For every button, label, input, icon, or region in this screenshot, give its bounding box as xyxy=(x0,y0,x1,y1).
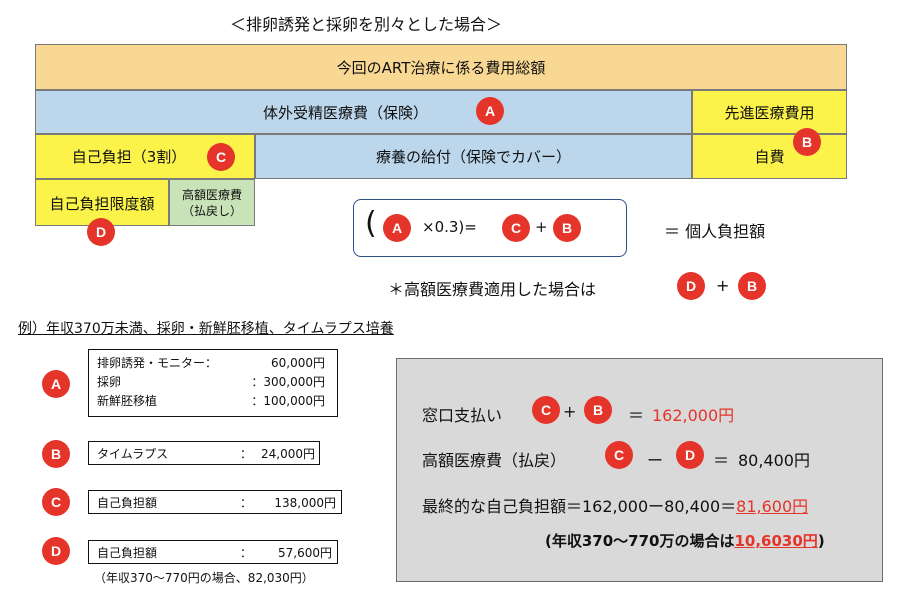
summary-badge-c-2: C xyxy=(605,441,633,469)
item-a-label: 排卵誘発・モニター： xyxy=(97,356,218,370)
item-a-label: 採卵 xyxy=(97,375,122,389)
insurance-coverage-cell: 療養の給付（保険でカバー） xyxy=(255,134,692,179)
high-cost-refund-cell: 高額医療費 （払戻し） xyxy=(169,179,255,226)
formula-badge-a: A xyxy=(383,214,411,242)
summary-final-value: 81,600円 xyxy=(736,497,809,516)
summary-minus: ー xyxy=(647,451,664,470)
out-of-pocket-label: 自費 xyxy=(754,148,785,166)
summary-note-prefix: (年収370〜770万の場合は xyxy=(545,532,735,550)
high-cost-note: ＊高額医療費適用した場合は xyxy=(388,280,597,299)
item-d-note: （年収370〜770円の場合、82,030円） xyxy=(94,571,314,585)
formula-times: ×0.3)= xyxy=(422,218,477,236)
summary-note-value: 10,6030円 xyxy=(734,532,818,550)
item-a-row: 採卵 ：300,000円 xyxy=(97,373,337,392)
summary-eq-1: ＝ xyxy=(628,406,645,425)
summary-refund-label: 高額医療費（払戻） xyxy=(422,451,567,470)
item-d-sep: ： xyxy=(240,546,253,560)
item-c-sep: ： xyxy=(240,496,253,510)
self-pay-label: 自己負担（3割） xyxy=(71,148,187,166)
note-plus: + xyxy=(716,276,730,295)
summary-panel xyxy=(396,358,883,582)
summary-window-payment-value: 162,000円 xyxy=(652,406,735,425)
formula-plus: + xyxy=(535,218,548,236)
insurance-medical-cost-label: 体外受精医療費（保険） xyxy=(262,103,428,122)
formula-badge-c: C xyxy=(502,214,530,242)
item-c-box: 自己負担額 ： 138,000円 xyxy=(88,490,342,514)
out-of-pocket-cell: 自費 xyxy=(692,134,847,179)
insurance-coverage-label: 療養の給付（保険でカバー） xyxy=(375,148,571,166)
summary-refund-value: 80,400円 xyxy=(738,451,810,470)
badge-a: A xyxy=(476,97,504,125)
total-cost-label: 今回のART治療に係る費用総額 xyxy=(336,58,546,77)
summary-note-suffix: ) xyxy=(817,532,825,550)
advanced-medical-cost-cell: 先進医療費用 xyxy=(692,90,847,134)
item-c-value: 138,000円 xyxy=(274,496,336,510)
summary-eq-2: ＝ xyxy=(713,451,730,470)
item-b-sep: ： xyxy=(240,447,253,461)
badge-b: B xyxy=(793,128,821,156)
item-d-value: 57,600円 xyxy=(278,546,332,560)
item-a-row: 排卵誘発・モニター： 60,000円 xyxy=(97,354,337,373)
self-pay-limit-label: 自己負担限度額 xyxy=(49,195,155,213)
example-badge-d: D xyxy=(42,537,70,565)
formula-box xyxy=(353,199,627,257)
insurance-medical-cost-cell: 体外受精医療費（保険） xyxy=(35,90,692,134)
item-d-box: 自己負担額 ： 57,600円 xyxy=(88,540,338,564)
item-a-value: ：300,000円 xyxy=(251,375,325,389)
item-a-box: 排卵誘発・モニター： 60,000円 採卵 ：300,000円 新鮮胚移植 ：1… xyxy=(88,349,338,417)
high-cost-refund-label-1: 高額医療費 xyxy=(181,187,242,202)
summary-window-payment-label: 窓口支払い xyxy=(422,406,503,425)
item-a-label: 新鮮胚移植 xyxy=(97,394,158,408)
summary-badge-d: D xyxy=(676,441,704,469)
example-badge-a: A xyxy=(42,370,70,398)
summary-plus: + xyxy=(563,402,577,421)
diagram-title: ＜排卵誘発と採卵を別々とした場合＞ xyxy=(230,15,503,34)
item-b-box: タイムラプス ： 24,000円 xyxy=(88,441,320,465)
advanced-medical-cost-label: 先進医療費用 xyxy=(724,103,815,122)
note-badge-b: B xyxy=(738,272,766,300)
summary-final-label: 最終的な自己負担額＝162,000ー80,400＝81,600円 xyxy=(422,493,808,517)
badge-d: D xyxy=(87,218,115,246)
summary-final-text: 最終的な自己負担額＝162,000ー80,400＝ xyxy=(422,497,737,516)
item-d-label: 自己負担額 xyxy=(97,546,158,560)
item-a-value: 60,000円 xyxy=(271,356,325,370)
total-cost-row: 今回のART治療に係る費用総額 xyxy=(35,44,847,90)
example-title: 例）年収370万未満、採卵・新鮮胚移植、タイムラプス培養 xyxy=(18,321,394,337)
formula-open-paren: ( xyxy=(365,206,377,241)
item-a-row: 新鮮胚移植 ：100,000円 xyxy=(97,392,337,411)
item-a-value: ：100,000円 xyxy=(251,394,325,408)
item-b-label: タイムラプス xyxy=(97,447,169,461)
example-badge-c: C xyxy=(42,488,70,516)
note-badge-d: D xyxy=(677,272,705,300)
summary-badge-c: C xyxy=(532,396,560,424)
badge-c: C xyxy=(207,143,235,171)
formula-result: ＝ 個人負担額 xyxy=(664,222,766,241)
summary-badge-b: B xyxy=(584,396,612,424)
example-badge-b: B xyxy=(42,440,70,468)
high-cost-refund-label-2: （払戻し） xyxy=(181,203,242,218)
summary-note: (年収370〜770万の場合は10,6030円) xyxy=(545,530,825,551)
formula-badge-b: B xyxy=(553,214,581,242)
item-c-label: 自己負担額 xyxy=(97,496,158,510)
item-b-value: 24,000円 xyxy=(261,447,315,461)
